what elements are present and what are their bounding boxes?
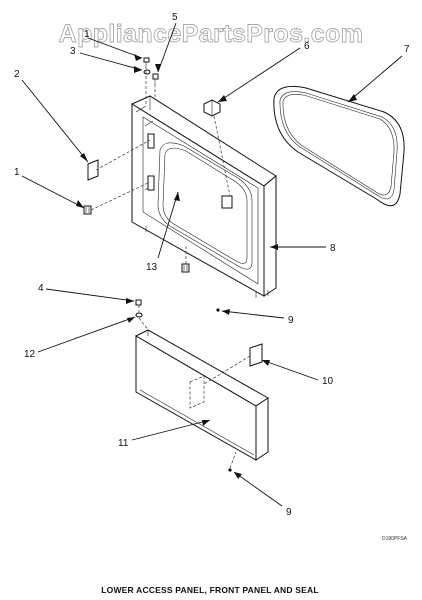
callout-6: 6 bbox=[304, 41, 310, 52]
callout-12: 12 bbox=[24, 349, 36, 360]
callout-2: 2 bbox=[14, 69, 20, 80]
clip-lower bbox=[181, 263, 190, 273]
leader-3 bbox=[79, 52, 143, 71]
leader-10 bbox=[261, 359, 319, 381]
watermark: AppliancePartsPros.com bbox=[59, 20, 364, 48]
callout-5: 5 bbox=[172, 12, 178, 23]
leader-9-bottom bbox=[233, 471, 283, 507]
lower-access-panel bbox=[134, 329, 269, 461]
callout-9-mid: 9 bbox=[288, 315, 294, 326]
leader-5 bbox=[157, 22, 177, 73]
callout-4: 4 bbox=[38, 283, 44, 294]
callout-13: 13 bbox=[146, 262, 158, 273]
leader-2 bbox=[21, 79, 89, 163]
callout-7: 7 bbox=[404, 44, 410, 55]
label-pad bbox=[249, 343, 263, 367]
clip bbox=[83, 205, 92, 215]
leader-11 bbox=[131, 419, 211, 441]
leader-1-left bbox=[21, 175, 85, 209]
leader-13 bbox=[157, 191, 179, 259]
screw bbox=[152, 73, 159, 84]
drawing-code: D180PFSA bbox=[382, 536, 408, 542]
callout-9-bottom: 9 bbox=[286, 507, 292, 518]
arrowheads bbox=[76, 54, 357, 479]
callout-1-top: 1 bbox=[84, 29, 90, 40]
leader-9-mid bbox=[221, 310, 285, 319]
screw-middle bbox=[216, 308, 220, 312]
washer-lower bbox=[135, 312, 143, 318]
hinge-block bbox=[203, 99, 221, 117]
front-panel bbox=[130, 95, 277, 298]
callout-11: 11 bbox=[118, 438, 129, 449]
screw-bottom bbox=[228, 468, 232, 472]
callout-8: 8 bbox=[330, 243, 336, 254]
door-seal bbox=[273, 85, 405, 207]
callout-labels: 1 3 5 6 7 2 1 8 13 9 4 12 10 11 9 bbox=[14, 12, 410, 518]
screw-top bbox=[143, 57, 150, 66]
screw-lower bbox=[135, 299, 142, 306]
callout-3: 3 bbox=[70, 46, 76, 57]
pad bbox=[87, 159, 99, 181]
leader-1-top bbox=[87, 37, 143, 59]
washer bbox=[143, 69, 151, 75]
callout-1-left: 1 bbox=[14, 167, 20, 178]
leader-12 bbox=[37, 316, 136, 353]
callout-10: 10 bbox=[322, 376, 334, 387]
leader-6 bbox=[217, 47, 301, 103]
leader-4 bbox=[45, 288, 135, 302]
leader-7 bbox=[347, 55, 403, 103]
diagram-caption: LOWER ACCESS PANEL, FRONT PANEL AND SEAL bbox=[101, 585, 319, 595]
